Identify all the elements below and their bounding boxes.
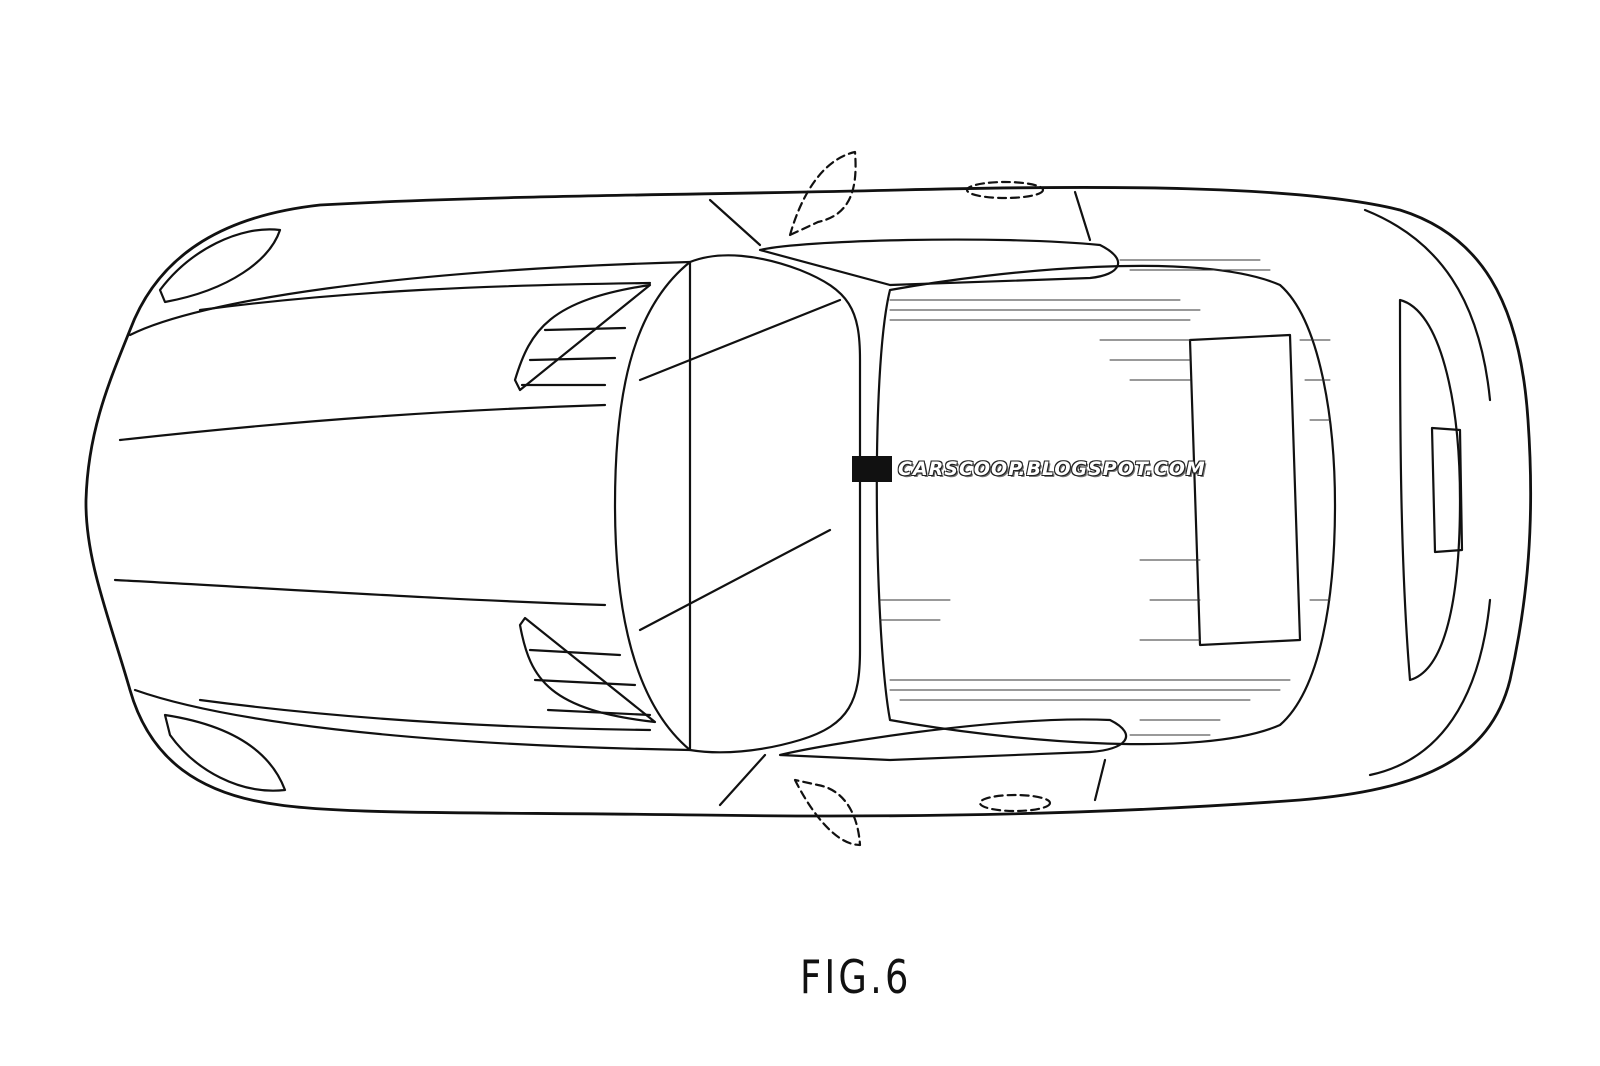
rear-light <box>1430 426 1464 554</box>
watermark-logo <box>852 456 892 482</box>
headlight-left <box>158 228 282 304</box>
hood-vent-upper <box>513 283 652 392</box>
side-window-top <box>758 238 1120 287</box>
watermark: CARSCOOP.BLOGSPOT.COM <box>852 456 1206 482</box>
roof-outline <box>875 264 1337 746</box>
rear-window <box>1188 333 1302 647</box>
windshield <box>613 254 862 754</box>
hood-outline <box>128 260 692 752</box>
body-outline <box>84 185 1533 818</box>
roof-crosshatch <box>879 259 1331 736</box>
hood-vent-lower <box>518 616 657 724</box>
door-open-dashed <box>788 150 1052 847</box>
watermark-text: CARSCOOP.BLOGSPOT.COM <box>898 458 1206 480</box>
side-window-bottom <box>778 718 1128 762</box>
figure-label: FIG.6 <box>800 950 912 1004</box>
headlight-right <box>163 713 287 792</box>
